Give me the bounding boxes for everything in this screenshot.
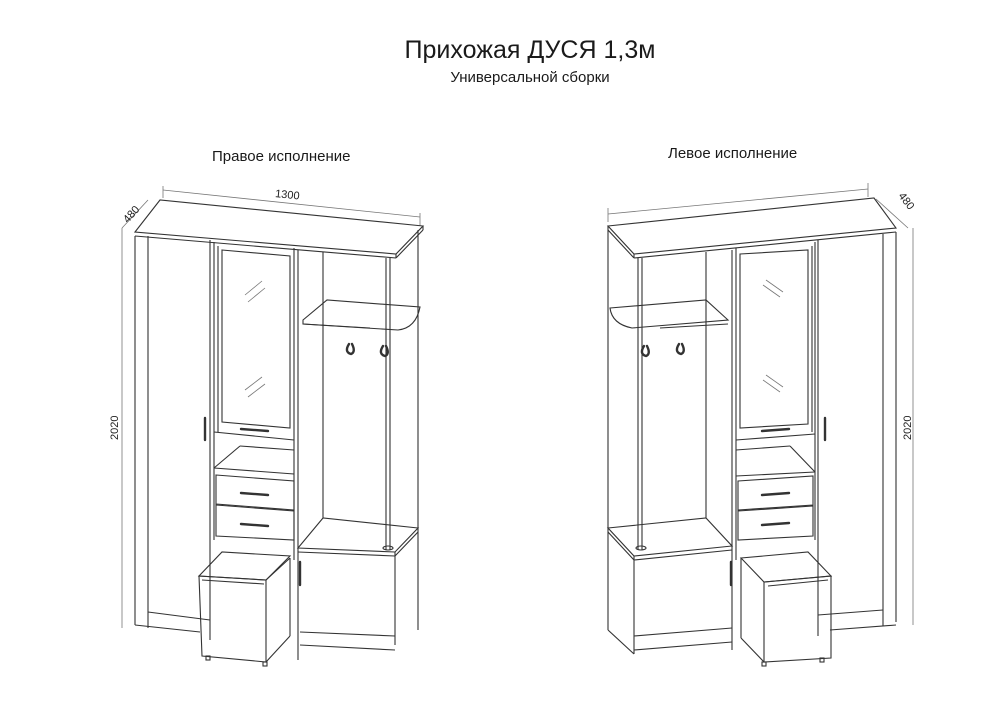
dimension-depth-label: 480	[896, 190, 917, 212]
page-subtitle: Универсальной сборки	[450, 69, 610, 86]
dimension-height-label: 2020	[109, 416, 121, 440]
drawing-right-version: 1300 480 2020	[109, 186, 425, 667]
view-label-left: Левое исполнение	[668, 145, 798, 162]
drawing-left-version: 480 2020	[606, 183, 917, 667]
dimension-width	[607, 183, 869, 222]
dimension-width-label: 1300	[275, 188, 301, 202]
dimension-height-label: 2020	[902, 416, 914, 440]
dimension-width: 1300	[162, 186, 421, 226]
dimension-height: 2020	[109, 228, 123, 628]
dimension-height: 2020	[902, 228, 914, 625]
dimension-depth: 480	[121, 199, 149, 229]
dimension-depth-label: 480	[121, 204, 142, 226]
view-label-right: Правое исполнение	[212, 148, 351, 165]
page-title: Прихожая ДУСЯ 1,3м	[404, 36, 656, 64]
